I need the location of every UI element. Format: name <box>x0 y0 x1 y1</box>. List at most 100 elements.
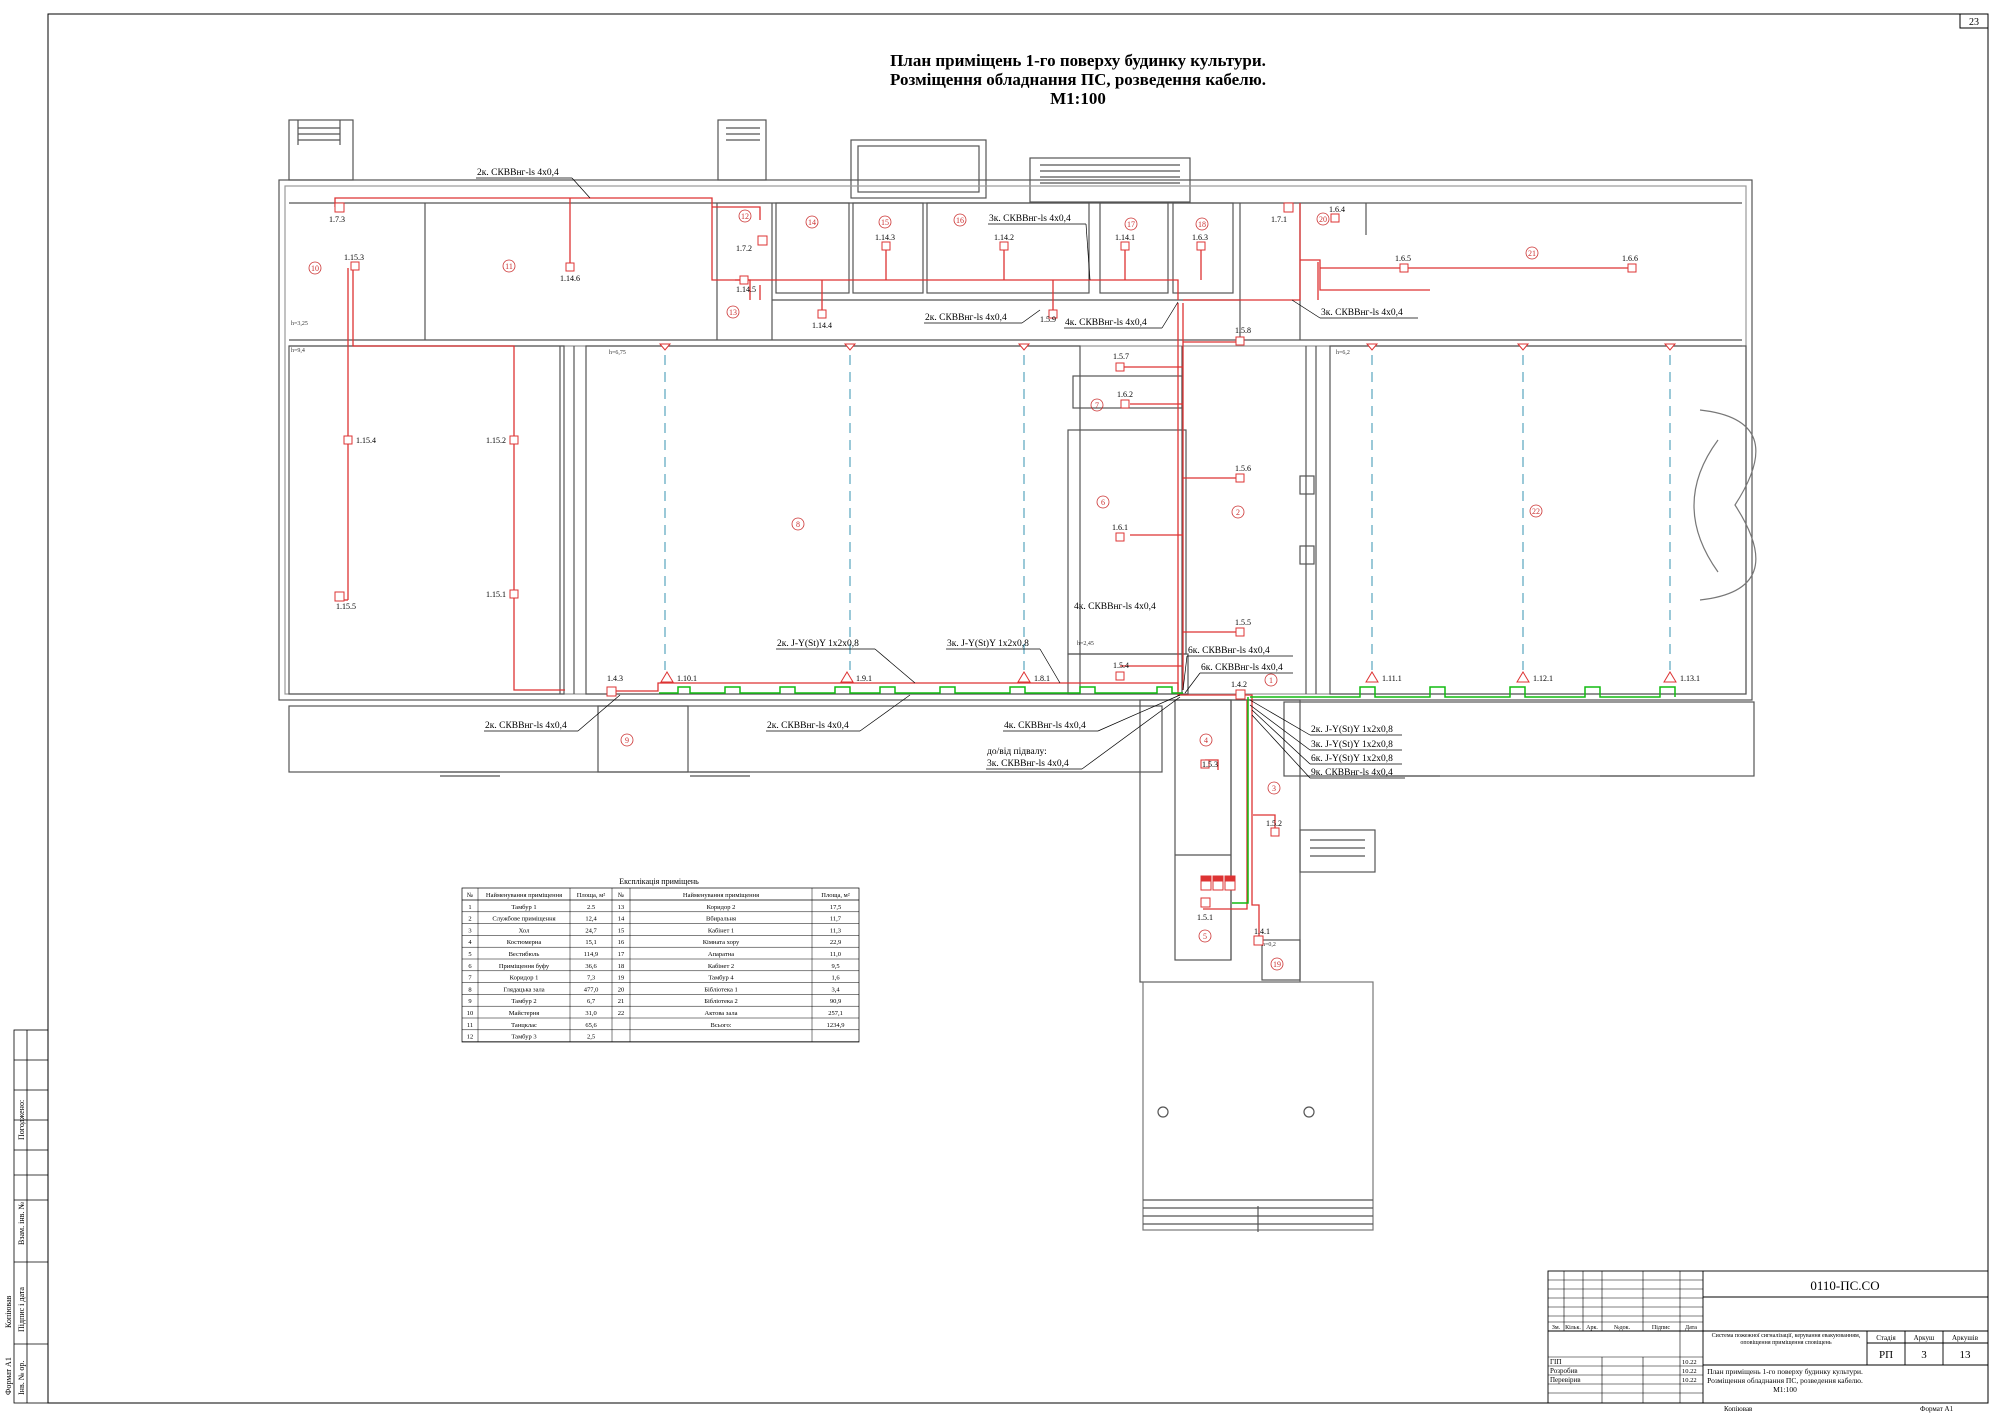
svg-text:1.15.2: 1.15.2 <box>486 436 506 445</box>
smoke-detector-icon[interactable]: 1.14.6 <box>560 262 580 283</box>
smoke-detector-icon[interactable]: 1.14.1 <box>1115 233 1135 251</box>
sounder-icon[interactable]: 1.11.1 <box>1365 671 1402 683</box>
explication-cell: 2 <box>468 916 471 923</box>
svg-text:Копіював: Копіював <box>1724 1405 1753 1413</box>
svg-text:6: 6 <box>1101 498 1105 507</box>
explication-cell: Коридор 1 <box>510 975 539 982</box>
svg-text:№док.: №док. <box>1614 1325 1631 1331</box>
room-number: 20 <box>1316 212 1330 226</box>
smoke-detector-icon[interactable]: 1.6.1 <box>1112 523 1128 542</box>
sounder-icon[interactable]: 1.9.1 <box>840 671 872 683</box>
sounder-icon[interactable]: 1.8.1 <box>1017 671 1050 683</box>
smoke-detector-icon[interactable]: 1.15.2 <box>486 435 519 445</box>
smoke-detector-icon[interactable]: 1.14.4 <box>812 309 832 330</box>
svg-text:1.11.1: 1.11.1 <box>1382 674 1402 683</box>
cable-label: 3к. СКВВнг-ls 4х0,4 <box>989 214 1071 224</box>
smoke-detector-icon[interactable]: 1.15.4 <box>343 435 376 445</box>
explication-cell: Хол <box>519 927 530 934</box>
explication-cell: 21 <box>618 998 625 1005</box>
svg-text:h=6,75: h=6,75 <box>609 350 626 356</box>
svg-text:Перевірив: Перевірив <box>1550 1376 1581 1384</box>
smoke-detector-icon[interactable]: 1.6.6 <box>1622 254 1638 273</box>
cable-label: 6к. СКВВнг-ls 4х0,4 <box>1201 663 1283 673</box>
smoke-detector-icon[interactable]: 1.5.2 <box>1266 819 1282 837</box>
svg-text:1.14.2: 1.14.2 <box>994 233 1014 242</box>
smoke-detector-icon[interactable]: 1.6.4 <box>1329 205 1345 223</box>
smoke-detector-icon[interactable]: 1.6.3 <box>1192 233 1208 251</box>
smoke-detector-icon[interactable]: 1.5.3 <box>1200 759 1218 769</box>
sheet-value: 3 <box>1921 1349 1927 1361</box>
svg-text:1.4.3: 1.4.3 <box>607 674 623 683</box>
smoke-detector-icon[interactable]: 1.5.8 <box>1235 326 1251 346</box>
svg-text:1.14.1: 1.14.1 <box>1115 233 1135 242</box>
svg-text:1.12.1: 1.12.1 <box>1533 674 1553 683</box>
control-panel-icon[interactable]: 1.5.1 <box>1197 875 1236 922</box>
smoke-detector-icon[interactable]: 1.15.3 <box>344 253 364 271</box>
smoke-detector-icon[interactable]: 1.6.2 <box>1117 390 1133 409</box>
manual-call-point-icon[interactable]: 1.15.5 <box>334 591 356 611</box>
svg-text:1.5.6: 1.5.6 <box>1235 464 1251 473</box>
explication-cell: 31,0 <box>585 1010 596 1017</box>
explication-cell: 7,3 <box>587 975 595 982</box>
svg-text:5: 5 <box>1203 932 1207 941</box>
smoke-detector-icon[interactable]: 1.5.6 <box>1235 464 1251 483</box>
explication-header-cell: Найменування приміщення <box>486 892 562 899</box>
smoke-detector-icon[interactable]: 1.5.9 <box>1040 309 1058 324</box>
svg-text:21: 21 <box>1528 249 1536 258</box>
svg-text:1.15.5: 1.15.5 <box>336 602 356 611</box>
manual-call-point-icon[interactable]: 1.4.1 <box>1253 927 1270 946</box>
smoke-detector-icon[interactable]: 1.5.5 <box>1235 618 1251 637</box>
smoke-detector-icon[interactable]: 1.14.5 <box>736 275 756 294</box>
manual-call-point-icon[interactable]: 1.7.2 <box>736 235 768 253</box>
svg-text:18: 18 <box>1198 220 1206 229</box>
explication-cell: 22 <box>618 1010 625 1017</box>
smoke-detector-icon[interactable]: 1.6.5 <box>1395 254 1411 273</box>
svg-text:15: 15 <box>881 218 889 227</box>
smoke-detector-icon[interactable]: 1.14.2 <box>994 233 1014 251</box>
svg-text:Аркушів: Аркушів <box>1952 1334 1979 1342</box>
explication-cell: Службове приміщення <box>492 916 555 923</box>
svg-text:8: 8 <box>796 520 800 529</box>
svg-text:1.5.9: 1.5.9 <box>1040 315 1056 324</box>
svg-text:1.14.3: 1.14.3 <box>875 233 895 242</box>
explication-cell: 20 <box>618 986 625 993</box>
green-cable-route <box>659 686 1676 904</box>
cable-label: 2к. J-Y(St)Y 1х2х0,8 <box>777 638 859 649</box>
svg-text:10.22: 10.22 <box>1682 1377 1697 1384</box>
explication-cell: Кімната хору <box>703 939 740 946</box>
svg-text:1.5.5: 1.5.5 <box>1235 618 1251 627</box>
smoke-detector-icon[interactable]: 1.14.3 <box>875 233 895 251</box>
svg-text:Зм.: Зм. <box>1552 1325 1561 1331</box>
svg-text:1.7.2: 1.7.2 <box>736 244 752 253</box>
explication-cell: 6 <box>468 963 472 970</box>
explication-cell: 3,4 <box>831 986 840 993</box>
explication-cell: Вбиральня <box>706 916 736 923</box>
manual-call-point-icon[interactable]: 1.7.1 <box>1271 202 1294 224</box>
manual-call-point-icon[interactable]: 1.7.3 <box>329 202 345 224</box>
svg-text:1.13.1: 1.13.1 <box>1680 674 1700 683</box>
smoke-detector-icon[interactable]: 1.5.7 <box>1113 352 1129 372</box>
manual-call-point-icon[interactable]: 1.4.2 <box>1231 680 1247 700</box>
svg-text:1.4.2: 1.4.2 <box>1231 680 1247 689</box>
cable-routes <box>334 197 1676 936</box>
room-number: 2 <box>1231 505 1245 519</box>
smoke-detector-icon[interactable]: 1.15.1 <box>486 589 519 599</box>
sounder-icon[interactable]: 1.12.1 <box>1516 671 1553 683</box>
svg-text:Аркуш: Аркуш <box>1914 1334 1935 1342</box>
strobe-icon <box>658 343 1677 351</box>
room-number: 18 <box>1195 217 1209 231</box>
sounder-icon[interactable]: 1.13.1 <box>1663 671 1700 683</box>
svg-text:14: 14 <box>808 218 816 227</box>
cable-label: 2к. СКВВнг-ls 4х0,4 <box>477 168 559 178</box>
room-number: 16 <box>953 213 967 227</box>
explication-cell: 5 <box>468 951 471 958</box>
svg-text:13: 13 <box>729 308 737 317</box>
sounder-icon[interactable]: 1.10.1 <box>660 671 697 683</box>
svg-text:1: 1 <box>1269 676 1273 685</box>
svg-text:Формат А1: Формат А1 <box>1920 1405 1954 1413</box>
smoke-detector-icon[interactable]: 1.5.4 <box>1113 661 1129 681</box>
manual-call-point-icon[interactable]: 1.4.3 <box>606 674 623 697</box>
cable-label: 4к. СКВВнг-ls 4х0,4 <box>1074 602 1156 612</box>
room-number: 14 <box>805 215 819 229</box>
cable-label: 3к. СКВВнг-ls 4х0,4 <box>987 759 1069 769</box>
